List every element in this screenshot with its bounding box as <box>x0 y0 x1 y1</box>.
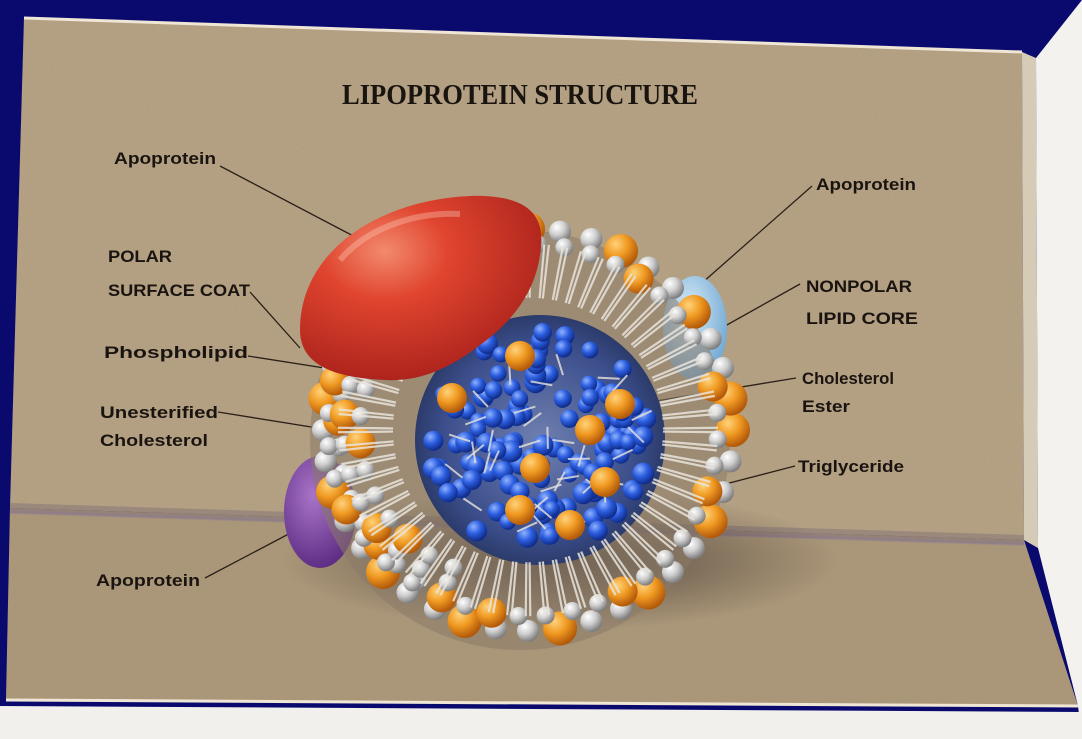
core-bead <box>581 389 598 406</box>
phospholipid-head <box>580 610 602 632</box>
core-bead <box>490 365 507 382</box>
phospholipid-head <box>537 606 555 624</box>
core-bead <box>470 378 486 394</box>
core-bead <box>483 408 503 428</box>
core-bead <box>588 521 608 541</box>
cholesterol-ester-molecule <box>437 383 467 413</box>
fatty-acid-tail <box>530 562 531 616</box>
phospholipid-head <box>696 352 714 370</box>
phospholipid-head <box>700 328 722 350</box>
label-polar-line2: SURFACE COAT <box>108 281 251 300</box>
label-phospholipid: Phospholipid <box>104 343 248 362</box>
cholesterol-ester-molecule <box>590 467 620 497</box>
label-unesterified-line1: Unesterified <box>100 403 218 422</box>
core-chain <box>598 378 620 379</box>
phospholipid-head <box>708 404 726 422</box>
label-nonpolar-line1: NONPOLAR <box>806 277 912 296</box>
core-bead <box>613 360 631 378</box>
core-bead <box>466 520 487 541</box>
phospholipid-head <box>555 238 573 256</box>
core-bead <box>626 483 643 500</box>
core-bead <box>596 498 617 519</box>
label-cholesterol-ester-line1: Cholesterol <box>802 369 894 388</box>
phospholipid-head <box>636 568 654 586</box>
phospholipid-head <box>688 507 706 525</box>
fatty-acid-tail <box>526 562 527 616</box>
core-bead <box>582 342 599 359</box>
label-apoprotein-top-left: Apoprotein <box>114 149 216 168</box>
core-bead <box>633 426 654 447</box>
fatty-acid-tail <box>663 428 718 429</box>
core-bead <box>423 431 443 451</box>
phospholipid-head <box>705 457 723 475</box>
label-triglyceride: Triglyceride <box>798 457 904 476</box>
fatty-acid-tail <box>663 432 718 433</box>
label-unesterified-line2: Cholesterol <box>100 431 208 450</box>
core-bead <box>485 381 503 399</box>
core-bead <box>462 470 482 490</box>
core-bead <box>554 390 572 408</box>
cholesterol-ester-molecule <box>605 389 635 419</box>
phospholipid-head <box>669 306 687 324</box>
core-bead <box>438 483 457 502</box>
label-apoprotein-right: Apoprotein <box>816 175 916 194</box>
label-cholesterol-ester-line2: Ester <box>802 397 850 416</box>
core-bead <box>533 435 554 456</box>
cholesterol-ester-molecule <box>505 495 535 525</box>
phospholipid-head <box>656 550 674 568</box>
phospholipid-head <box>326 470 344 488</box>
label-polar-line1: POLAR <box>108 247 172 266</box>
label-apoprotein-bottom-left: Apoprotein <box>96 571 200 590</box>
fatty-acid-tail <box>338 432 393 433</box>
phospholipid-head <box>650 287 668 305</box>
cholesterol-ester-molecule <box>520 453 550 483</box>
fatty-acid-tail <box>338 428 393 429</box>
core-bead <box>533 323 552 342</box>
label-nonpolar-line2: LIPID CORE <box>806 309 918 328</box>
cholesterol-ester-molecule <box>505 341 535 371</box>
core-bead <box>511 390 528 407</box>
phospholipid-head <box>320 437 338 455</box>
cholesterol-ester-molecule <box>555 510 585 540</box>
phospholipid-head <box>674 529 692 547</box>
diagram-title: LIPOPROTEIN STRUCTURE <box>342 79 698 111</box>
core-bead <box>632 463 654 485</box>
cholesterol-ester-molecule <box>575 415 605 445</box>
